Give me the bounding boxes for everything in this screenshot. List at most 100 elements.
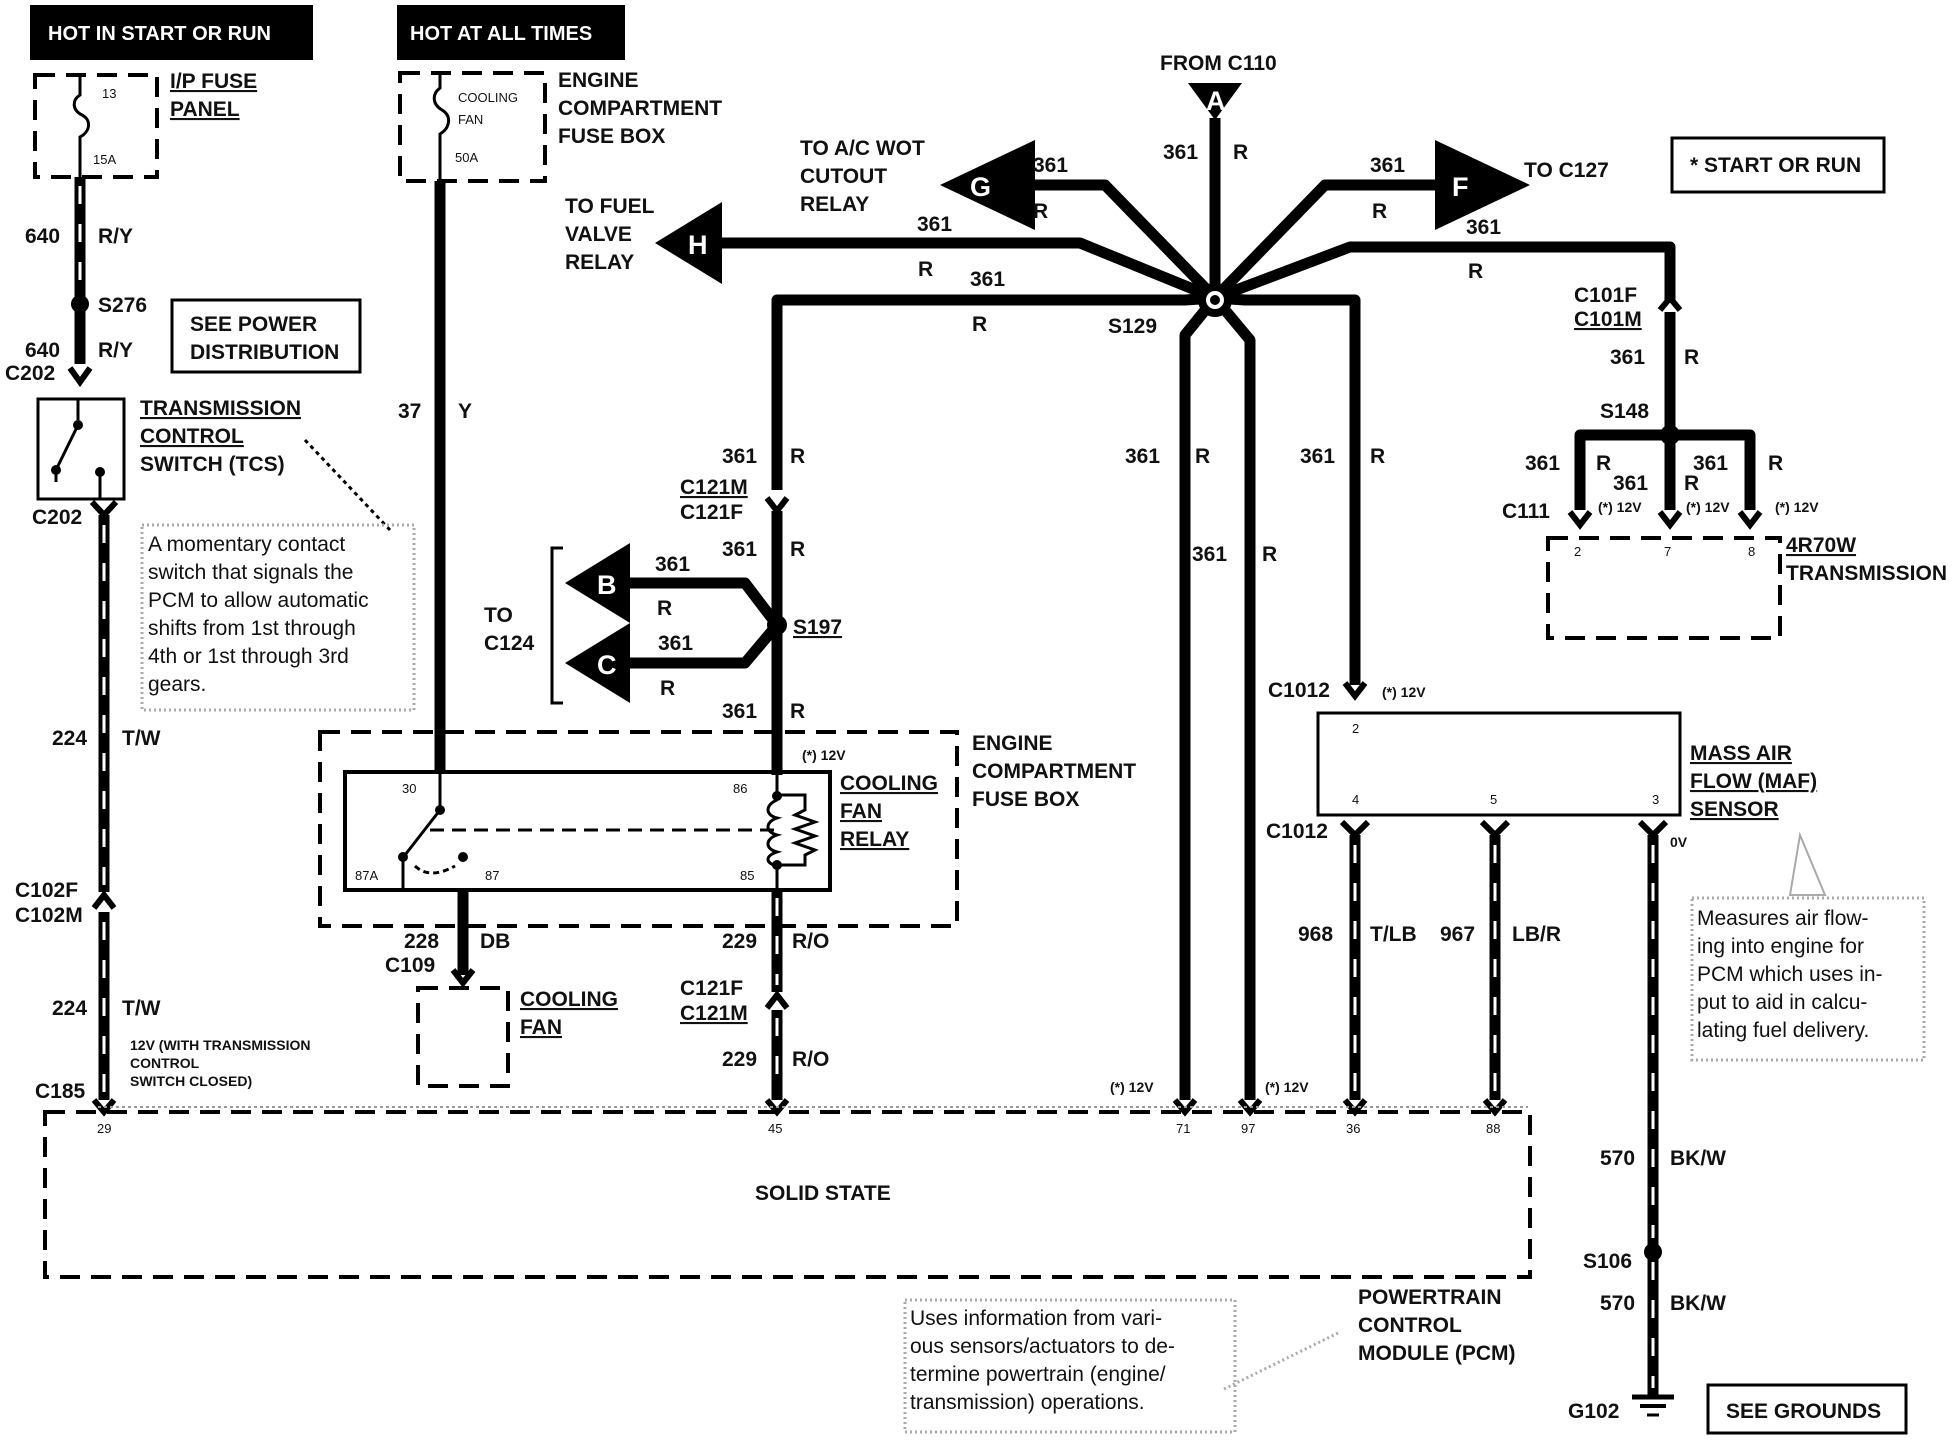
cooling-fan-label-1: COOLING (520, 988, 618, 1011)
wire-224-tw: 224 T/W C102F C102M 224 T/W 12V (WITH TR… (15, 515, 310, 1117)
wire-bkw-label-1: BK/W (1670, 1147, 1726, 1170)
wire-37-label: 37 (398, 400, 421, 423)
wire-967-lbr: 967 LB/R (1440, 835, 1561, 1100)
pcm-note-line-4: transmission) operations. (910, 1391, 1145, 1414)
tcs-label-2: CONTROL (140, 425, 244, 448)
voltage-trans-2: (*) 12V (1598, 499, 1642, 515)
to-fuel-label-1: TO FUEL (565, 195, 655, 218)
connector-c111-label: C111 (1502, 500, 1550, 523)
wire-r-h: R (918, 258, 933, 281)
connector-c185-label: C185 (35, 1080, 86, 1103)
wire-r-trans-drop-label: R (1684, 346, 1699, 369)
wire-570-label-1: 570 (1600, 1147, 1635, 1170)
pcm-note-line-2: ous sensors/actuators to de- (910, 1335, 1175, 1358)
maf-note-line-5: lating fuel delivery. (1697, 1019, 1869, 1042)
pcm-label-1: POWERTRAIN (1358, 1286, 1502, 1309)
connector-a-letter: A (1206, 86, 1226, 116)
wire-r-c: R (660, 677, 675, 700)
wire-r-pcm71-1: R (1195, 445, 1210, 468)
wire-224-label-1: 224 (52, 727, 87, 750)
wire-361-maf: 361 (1300, 445, 1335, 468)
connector-f-letter: F (1452, 172, 1469, 202)
connector-c202-bottom-label: C202 (32, 506, 82, 529)
tcs-label-3: SWITCH (TCS) (140, 453, 285, 476)
wire-r-relay-col-3: R (790, 700, 805, 723)
maf-note-line-1: Measures air flow- (1697, 907, 1869, 930)
connector-c202-top-label: C202 (5, 362, 55, 385)
connector-c121m-top-label: C121M (680, 476, 748, 499)
tcs-note-line-2: switch that signals the (148, 561, 353, 584)
wire-ry-label-2: R/Y (98, 339, 133, 362)
ip-fuse-panel: 13 15A I/P FUSE PANEL (33, 70, 257, 179)
wire-968-tlb: 968 T/LB (1298, 835, 1417, 1100)
tcs-note-line-5: 4th or 1st through 3rd (148, 645, 349, 668)
wire-228-db: 228 DB C109 (385, 890, 510, 988)
trans-name-1: 4R70W (1786, 534, 1856, 557)
wire-r-relay-col-1: R (790, 445, 805, 468)
ip-fuse-number: 13 (102, 86, 116, 101)
tcs-note-line-6: gears. (148, 673, 206, 696)
tcs-note-line-1: A momentary contact (148, 533, 345, 556)
transmission-4r70w: 2 7 8 4R70W TRANSMISSION (1546, 534, 1947, 640)
ecfb-relay-label-1: ENGINE (972, 732, 1053, 755)
wire-bkw-label-2: BK/W (1670, 1292, 1726, 1315)
tcs-closed-voltage-3: SWITCH CLOSED) (130, 1073, 252, 1089)
start-or-run-note-text: * START OR RUN (1690, 154, 1861, 177)
pcm-solid-state-label: SOLID STATE (755, 1182, 891, 1205)
wire-ro-label-2: R/O (792, 1048, 829, 1071)
wire-361-trans-drop-label: 361 (1610, 346, 1645, 369)
from-c110-label: FROM C110 (1160, 52, 1277, 75)
wire-r-a: R (1233, 141, 1248, 164)
trans-pin-7: 7 (1664, 544, 1671, 559)
tcs-note-line-3: PCM to allow automatic (148, 589, 369, 612)
maf-sensor: 2 4 5 3 MASS AIR FLOW (MAF) SENSOR (1316, 711, 1817, 821)
to-c127-label: TO C127 (1524, 159, 1609, 182)
connector-c-flag: C 361 R (565, 623, 693, 703)
ecfb-relay-label-3: FUSE BOX (972, 788, 1079, 811)
wire-y-label: Y (458, 400, 472, 423)
wire-361-relay-col-3: 361 (722, 700, 757, 723)
wire-r-maf: R (1370, 445, 1385, 468)
connector-b-flag: B 361 R (565, 543, 690, 623)
wire-r-pcm97: R (1262, 543, 1277, 566)
connector-c1012-bottom-label: C1012 (1266, 820, 1328, 843)
wire-967-label: 967 (1440, 923, 1475, 946)
splice-s276-label: S276 (98, 294, 147, 317)
wire-570-bkw: 570 BK/W S106 570 BK/W (1583, 835, 1726, 1395)
cfr-label-3: RELAY (840, 828, 909, 851)
see-grounds-label: SEE GROUNDS (1726, 1400, 1881, 1423)
wire-lbr-label: LB/R (1512, 923, 1561, 946)
wire-640-label-2: 640 (25, 339, 60, 362)
to-fuel-label-3: RELAY (565, 251, 634, 274)
pcm-connector-row: (*) 12V (*) 12V (98, 1079, 1528, 1117)
connector-b-letter: B (597, 570, 617, 600)
to-ac-label-3: RELAY (800, 193, 869, 216)
tcs-closed-voltage-1: 12V (WITH TRANSMISSION (130, 1037, 310, 1053)
wire-361-h: 361 (917, 213, 952, 236)
connector-c102m-label: C102M (15, 904, 83, 927)
pcm-pin-88: 88 (1486, 1121, 1500, 1136)
wire-361-pcm71-1: 361 (1125, 445, 1160, 468)
maf-label-2: FLOW (MAF) (1690, 770, 1817, 793)
maf-label-3: SENSOR (1690, 798, 1779, 821)
connector-c121f-top-label: C121F (680, 501, 743, 524)
splice-s106-label: S106 (1583, 1250, 1632, 1273)
pcm-note-line-3: termine powertrain (engine/ (910, 1363, 1166, 1386)
see-power-label-1: SEE POWER (190, 313, 317, 336)
hub-wires (710, 118, 1676, 1100)
wire-37-y: 37 Y (398, 181, 472, 773)
wire-r-relay-branch: R (972, 313, 987, 336)
to-c124-label-1: TO (484, 604, 513, 627)
ecfb-relay-label-2: COMPARTMENT (972, 760, 1136, 783)
see-grounds-box: SEE GROUNDS (1706, 1383, 1908, 1435)
wire-361-c: 361 (658, 632, 693, 655)
wire-r-relay-col-2: R (790, 538, 805, 561)
wire-ro-label-1: R/O (792, 930, 829, 953)
wire-361-relay-col-2: 361 (722, 538, 757, 561)
wire-tw-label-1: T/W (122, 727, 161, 750)
to-fuel-label-2: VALVE (565, 223, 632, 246)
cooling-fan: COOLING FAN (416, 986, 618, 1088)
connector-c1012-top-label: C1012 (1268, 679, 1330, 702)
transmission-control-switch: TRANSMISSION CONTROL SWITCH (TCS) (36, 397, 392, 532)
connector-c101: C101F C101M (1574, 284, 1683, 331)
